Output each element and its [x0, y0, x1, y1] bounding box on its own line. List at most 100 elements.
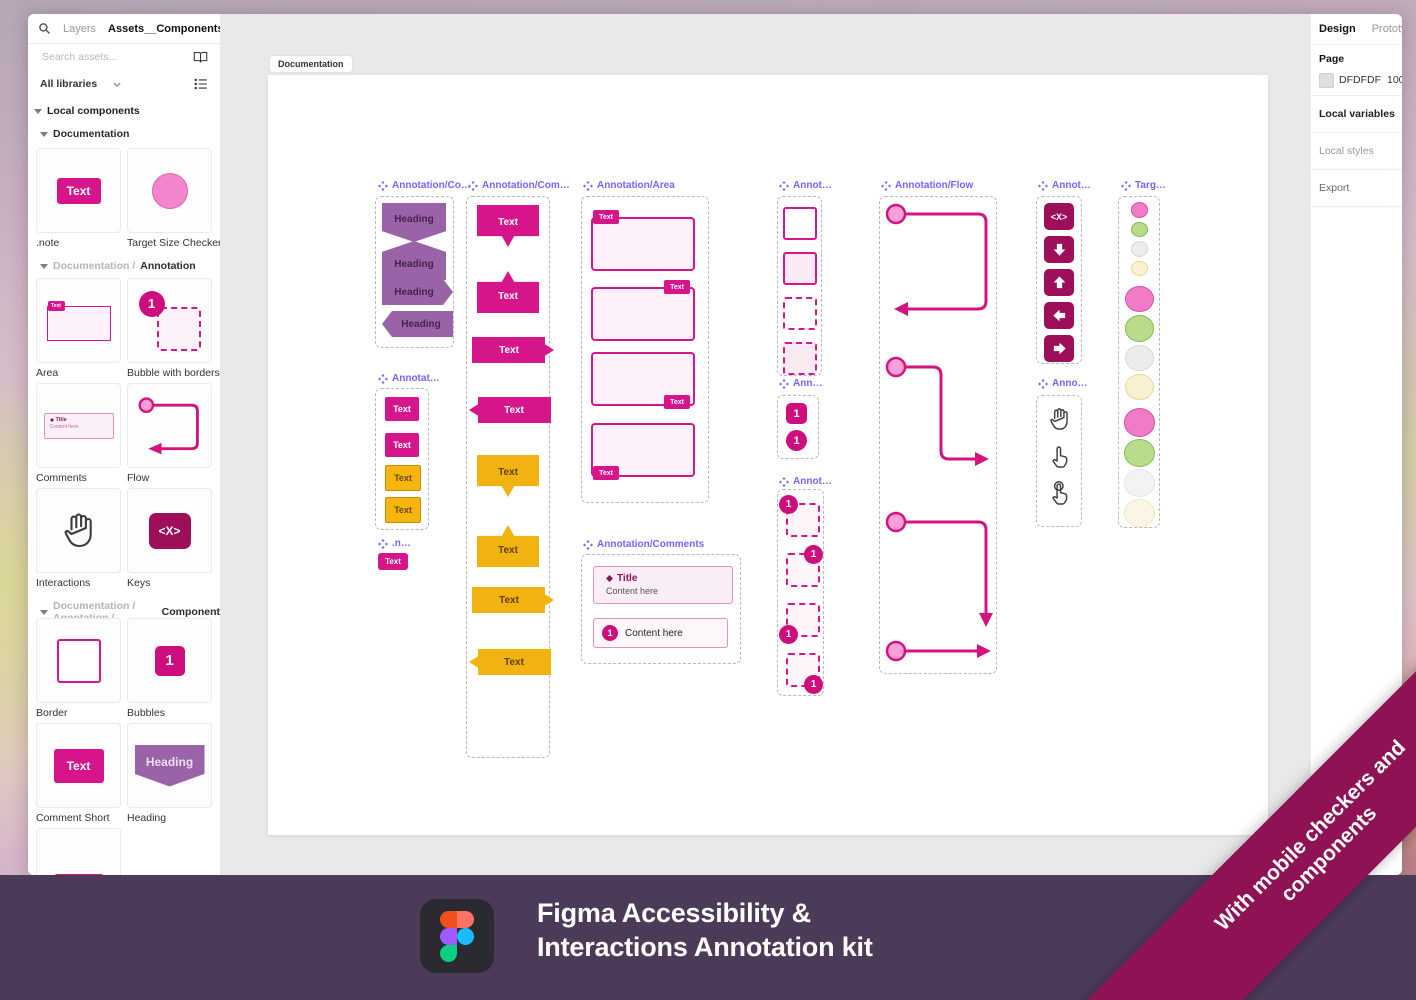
tap-icon[interactable] — [1046, 443, 1073, 470]
component-set-caption[interactable]: Annot… — [1038, 180, 1091, 191]
target-circle[interactable] — [1123, 438, 1155, 467]
component-thumb[interactable] — [36, 488, 121, 573]
component-thumb[interactable]: Title Content here — [36, 383, 121, 468]
comment-variants-set[interactable]: Text Text Text Text Text Text Text Text — [466, 196, 554, 758]
heading-shape[interactable]: Heading — [382, 311, 453, 337]
target-circle[interactable] — [1130, 221, 1148, 238]
tab-layers[interactable]: Layers — [63, 22, 97, 35]
text-shape[interactable]: Text — [472, 587, 554, 613]
chevron-down-icon[interactable] — [113, 81, 121, 87]
component-set-caption[interactable]: Annotation/Comments — [583, 539, 704, 550]
canvas[interactable]: Documentation Annotation/Co… Annotation/… — [220, 14, 1310, 875]
area-shape[interactable] — [591, 217, 695, 271]
dashed-square[interactable] — [786, 653, 820, 687]
section-annotation[interactable]: Documentation / Annotation — [40, 260, 196, 272]
component-set-caption[interactable]: .n… — [378, 538, 411, 549]
component-set-caption[interactable]: Ann… — [779, 378, 822, 389]
component-thumb[interactable]: <X> — [127, 488, 212, 573]
bubble-border-set[interactable]: 1 1 1 1 — [777, 489, 824, 696]
component-set-caption[interactable]: Annotation/Area — [583, 180, 675, 191]
key-variants-set[interactable]: <X> — [1036, 196, 1082, 364]
component-thumb[interactable]: Heading — [127, 723, 212, 808]
target-circle[interactable] — [1124, 286, 1154, 313]
target-circle[interactable] — [1124, 344, 1154, 372]
border-square[interactable] — [782, 252, 817, 285]
target-circle[interactable] — [1130, 202, 1148, 218]
section-documentation[interactable]: Documentation — [40, 128, 129, 140]
tab-design[interactable]: Design — [1319, 23, 1356, 35]
text-shape[interactable]: Text — [469, 649, 551, 675]
local-components-header[interactable]: Local components — [34, 105, 140, 117]
area-tab[interactable]: Text — [593, 466, 619, 480]
text-shape[interactable]: Text — [472, 337, 554, 363]
flow-shapes[interactable] — [880, 197, 996, 673]
target-circle[interactable] — [1123, 468, 1155, 497]
component-set-caption[interactable]: Annotation/Com… — [468, 180, 570, 191]
page-color-value[interactable]: DFDFDF — [1339, 74, 1381, 86]
component-set-caption[interactable]: Annot… — [779, 180, 832, 191]
flow-variants-set[interactable] — [879, 196, 997, 674]
text-shape[interactable]: Text — [477, 205, 539, 247]
target-circle[interactable] — [1123, 408, 1155, 437]
disclosure-triangle-icon[interactable] — [40, 609, 48, 615]
page-opacity-value[interactable]: 100% — [1387, 74, 1402, 86]
area-shape[interactable] — [591, 287, 695, 341]
component-thumb[interactable]: Text — [36, 148, 121, 233]
list-view-icon[interactable] — [194, 78, 208, 90]
arrow-down-key[interactable] — [1044, 236, 1074, 263]
number-bubble[interactable]: 1 — [786, 430, 807, 451]
search-icon[interactable] — [38, 22, 51, 35]
text-shape[interactable]: Text — [477, 271, 539, 313]
component-set-caption[interactable]: Annotation/Flow — [881, 180, 973, 191]
target-circle[interactable] — [1124, 315, 1154, 342]
dashed-square[interactable] — [786, 603, 820, 637]
local-styles-section[interactable]: Local styles — [1311, 133, 1402, 170]
component-thumb[interactable]: Text — [36, 828, 121, 875]
area-tab[interactable]: Text — [593, 210, 619, 224]
page-color-swatch[interactable] — [1319, 73, 1334, 88]
text-shape[interactable]: Text — [385, 497, 421, 523]
arrow-up-key[interactable] — [1044, 269, 1074, 296]
component-set-caption[interactable]: Targ… — [1121, 180, 1166, 191]
text-variants-set[interactable]: Text Text Text Text — [375, 388, 429, 530]
disclosure-triangle-icon[interactable] — [40, 131, 48, 137]
export-section[interactable]: Export — [1311, 170, 1402, 207]
component-thumb[interactable] — [36, 618, 121, 703]
dashed-square[interactable] — [786, 503, 820, 537]
note-chip[interactable]: Text — [378, 553, 408, 570]
border-square[interactable] — [782, 207, 817, 240]
text-shape[interactable]: Text — [469, 397, 551, 423]
library-book-icon[interactable] — [193, 51, 208, 64]
component-set-caption[interactable]: Annot… — [779, 476, 832, 487]
number-bubble[interactable]: 1 — [786, 403, 807, 424]
component-set-caption[interactable]: Annotation/Co… — [378, 180, 471, 191]
number-bubble[interactable]: 1 — [804, 545, 823, 564]
area-variants-set[interactable]: Text Text Text Text — [581, 196, 709, 503]
documentation-frame[interactable]: Annotation/Co… Annotation/Com… Annotatio… — [268, 75, 1268, 835]
area-tab[interactable]: Text — [664, 395, 690, 409]
area-tab[interactable]: Text — [664, 280, 690, 294]
component-thumb[interactable]: 1 — [127, 278, 212, 363]
hand-icon[interactable] — [1046, 406, 1073, 433]
search-input[interactable] — [40, 50, 174, 64]
component-thumb[interactable]: Text — [36, 278, 121, 363]
double-tap-icon[interactable] — [1046, 480, 1073, 507]
number-bubble[interactable]: 1 — [779, 495, 798, 514]
libraries-filter-label[interactable]: All libraries — [40, 78, 98, 90]
gesture-variants-set[interactable] — [1036, 395, 1082, 527]
tab-prototype[interactable]: Prototype — [1371, 23, 1402, 35]
comment-card[interactable]: Title Content here — [593, 566, 733, 604]
target-circle[interactable] — [1130, 241, 1148, 257]
number-bubble[interactable]: 1 — [804, 675, 823, 694]
tab-components[interactable]: __Components — [144, 22, 224, 35]
border-square[interactable] — [782, 342, 817, 375]
heading-shape[interactable]: Heading — [382, 203, 446, 242]
border-square[interactable] — [782, 297, 817, 330]
border-variants-set[interactable] — [777, 196, 822, 376]
disclosure-triangle-icon[interactable] — [34, 108, 42, 114]
heading-shape[interactable]: Heading — [382, 279, 453, 305]
text-shape[interactable]: Text — [477, 455, 539, 497]
text-shape[interactable]: Text — [385, 433, 419, 457]
comment-card[interactable]: 1 Content here — [593, 618, 728, 648]
arrow-left-key[interactable] — [1044, 302, 1074, 329]
